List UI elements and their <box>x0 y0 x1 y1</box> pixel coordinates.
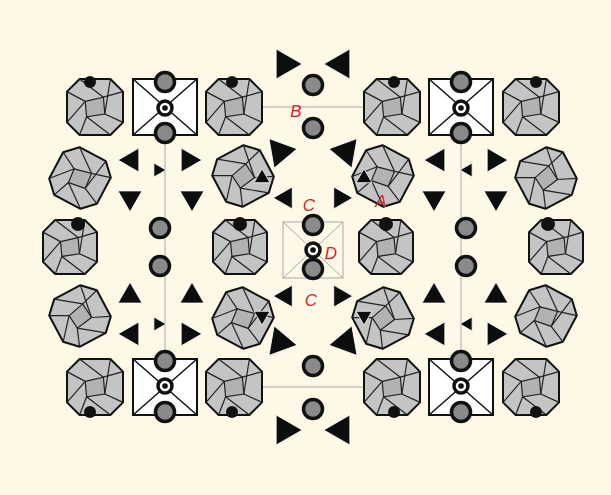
anion-site <box>388 76 400 88</box>
tetrahedron <box>171 142 202 172</box>
tetrahedron <box>324 187 353 214</box>
octahedron <box>509 141 582 214</box>
tetrahedron <box>260 321 297 356</box>
anion-site <box>226 406 238 418</box>
ring-site <box>454 379 468 393</box>
cation-site <box>452 124 471 143</box>
cation-site <box>304 400 323 419</box>
tetrahedron <box>118 191 142 212</box>
cation-site <box>304 216 323 235</box>
octahedron <box>43 220 97 274</box>
anion-site <box>530 406 542 418</box>
cell-line <box>250 107 376 108</box>
tetrahedron <box>484 191 508 212</box>
cation-site <box>304 76 323 95</box>
cation-site <box>452 73 471 92</box>
anion-site <box>541 217 555 231</box>
site-label: C <box>303 197 315 214</box>
anion-site <box>226 76 238 88</box>
tetrahedron <box>154 163 166 177</box>
ring-site <box>454 101 468 115</box>
tetrahedron <box>477 142 508 172</box>
tetrahedron <box>424 322 455 352</box>
site-label: B <box>290 103 301 120</box>
tetrahedron <box>422 282 446 303</box>
octahedron <box>346 139 419 212</box>
cation-site <box>304 357 323 376</box>
tetrahedron <box>424 142 455 172</box>
octahedron <box>509 279 582 352</box>
cation-site <box>304 119 323 138</box>
site-label: A <box>375 193 386 210</box>
cation-site <box>452 352 471 371</box>
tetrahedron <box>356 311 372 325</box>
tetrahedron <box>118 322 149 352</box>
octahedron <box>206 281 279 354</box>
tetrahedron <box>324 280 353 307</box>
cation-site <box>457 219 476 238</box>
site-label: D <box>325 245 337 262</box>
cation-site <box>151 257 170 276</box>
tetrahedron <box>254 169 270 183</box>
octahedron <box>346 281 419 354</box>
anion-site <box>379 217 393 231</box>
tetrahedron <box>180 282 204 303</box>
anion-site <box>530 76 542 88</box>
octahedron <box>43 279 116 352</box>
octahedron <box>43 141 116 214</box>
cation-site <box>304 260 323 279</box>
site-label: C <box>305 292 317 309</box>
tetrahedron <box>254 311 270 325</box>
tetrahedron <box>460 163 472 177</box>
ring-site <box>158 101 172 115</box>
tetrahedron <box>276 49 302 79</box>
tetrahedron <box>276 415 302 445</box>
anion-site <box>388 406 400 418</box>
tetrahedron <box>477 322 508 352</box>
ring-site <box>306 243 320 257</box>
anion-site <box>84 406 96 418</box>
tetrahedron <box>260 139 297 174</box>
anion-site <box>233 217 247 231</box>
tetrahedron <box>329 321 366 356</box>
tetrahedron <box>180 191 204 212</box>
tetrahedron <box>329 139 366 174</box>
tetrahedron <box>460 317 472 331</box>
tetrahedron <box>356 169 372 183</box>
cation-site <box>156 352 175 371</box>
octahedron <box>529 220 583 274</box>
octahedron <box>67 79 123 135</box>
octahedron <box>503 359 559 415</box>
cell-line <box>250 387 376 388</box>
anion-site <box>71 217 85 231</box>
tetrahedron <box>154 317 166 331</box>
cation-site <box>457 257 476 276</box>
tetrahedron <box>118 142 149 172</box>
tetrahedron <box>273 187 302 214</box>
octahedron <box>206 139 279 212</box>
tetrahedron <box>171 322 202 352</box>
cation-site <box>151 219 170 238</box>
tetrahedron <box>118 282 142 303</box>
tetrahedron <box>422 191 446 212</box>
tetrahedron <box>324 49 350 79</box>
tetrahedron <box>484 282 508 303</box>
anion-site <box>84 76 96 88</box>
cation-site <box>156 124 175 143</box>
cation-site <box>156 73 175 92</box>
ring-site <box>158 379 172 393</box>
cation-site <box>452 403 471 422</box>
tetrahedron <box>324 415 350 445</box>
octahedron <box>67 359 123 415</box>
octahedron <box>503 79 559 135</box>
cation-site <box>156 403 175 422</box>
tetrahedron <box>273 280 302 307</box>
